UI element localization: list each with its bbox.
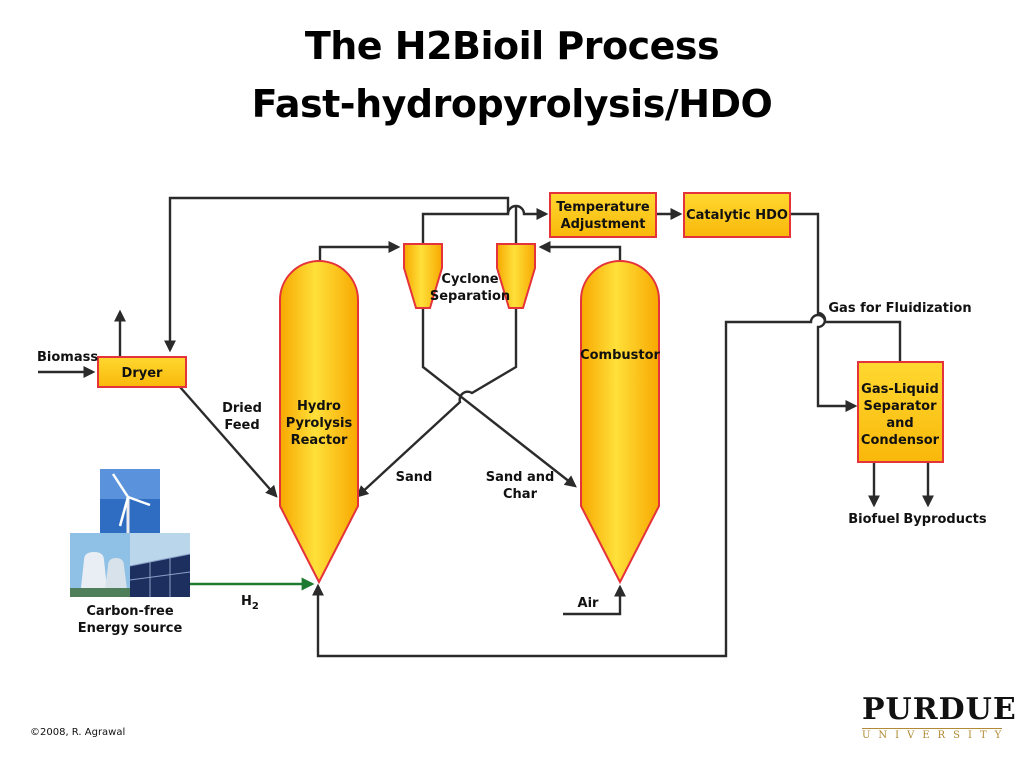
label-catalytic-hdo: Catalytic HDO — [686, 208, 788, 223]
label-gas-fluidization: Gas for Fluidization — [828, 301, 971, 316]
combustor-to-cyclone-line — [538, 241, 622, 263]
nuclear-plant-image — [70, 533, 130, 597]
label-sand: Sand — [396, 470, 433, 485]
label-reactor-1: Hydro — [297, 399, 341, 414]
label-temperature-adjustment-2: Adjustment — [561, 217, 646, 232]
label-sand-char-1: Sand and — [486, 470, 555, 485]
wind-turbine-image — [100, 469, 160, 533]
label-separator-4: Condensor — [861, 433, 940, 448]
label-separator-1: Gas-Liquid — [861, 382, 939, 397]
label-separator-2: Separator — [864, 399, 938, 414]
logo-main-text: PURDUE — [862, 692, 1017, 727]
combustor-vessel — [580, 260, 660, 585]
title-line-1: The H2Bioil Process — [304, 24, 720, 68]
hydro-pyrolysis-reactor — [279, 260, 359, 585]
right-cyclone-underflow — [356, 308, 518, 498]
label-temperature-adjustment-1: Temperature — [556, 200, 650, 215]
label-dried-feed-2: Feed — [224, 418, 259, 433]
label-byproducts: Byproducts — [903, 512, 987, 527]
label-dryer: Dryer — [122, 366, 163, 381]
copyright-text: ©2008, R. Agrawal — [30, 727, 126, 738]
label-reactor-3: Reactor — [291, 433, 348, 448]
hot-gas-return-line — [164, 196, 510, 353]
catalytic-hdo-box — [683, 192, 791, 238]
reactor-to-cyclone-line — [318, 241, 401, 263]
temperature-adjustment-box — [549, 192, 657, 238]
right-cyclone — [496, 243, 536, 309]
label-energy-source-2: Energy source — [78, 621, 183, 636]
label-biofuel: Biofuel — [848, 512, 899, 527]
left-cyclone — [403, 243, 443, 309]
label-h2-subscript: 2 — [252, 601, 259, 612]
label-h2-main: H — [241, 594, 252, 609]
gas-liquid-separator-box — [857, 361, 944, 463]
label-air: Air — [578, 596, 600, 611]
label-cyclone-2: Separation — [430, 289, 510, 304]
logo-sub-text: UNIVERSITY — [862, 728, 1010, 741]
label-separator-3: and — [886, 416, 913, 431]
label-biomass: Biomass — [37, 350, 98, 365]
dried-feed-arrow — [179, 386, 278, 498]
label-cyclone-1: Cyclone — [441, 272, 498, 287]
left-cyclone-underflow — [421, 308, 577, 488]
label-sand-char-2: Char — [503, 487, 538, 502]
label-combustor: Combustor — [580, 348, 660, 363]
cyclone-gas-line — [421, 204, 549, 244]
air-arrow — [563, 584, 626, 616]
dryer-box — [97, 356, 187, 388]
label-energy-source-1: Carbon-free — [86, 604, 173, 619]
label-reactor-2: Pyrolysis — [286, 416, 353, 431]
purdue-logo: PURDUE UNIVERSITY — [862, 692, 1017, 741]
title-line-2: Fast-hydropyrolysis/HDO — [251, 82, 773, 126]
solar-panel-image — [129, 533, 191, 597]
fluidization-gas-line — [312, 313, 902, 658]
label-dried-feed-1: Dried — [222, 401, 262, 416]
label-h2: H2 — [241, 594, 259, 612]
